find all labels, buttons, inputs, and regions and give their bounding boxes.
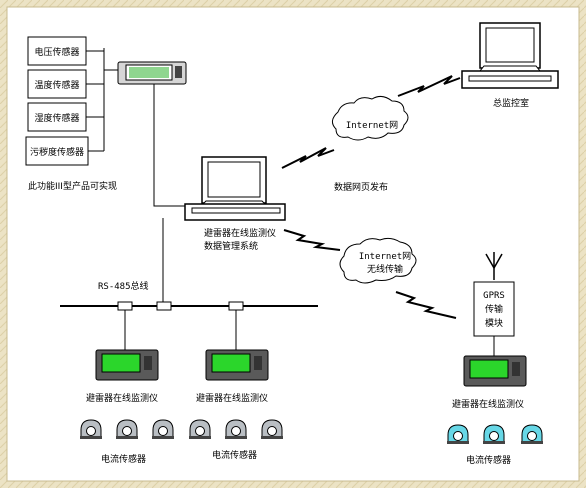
current-sensor-icon — [521, 424, 543, 444]
wireless-link-gprs — [395, 291, 457, 319]
sensor-humidity-label: 湿度传感器 — [34, 112, 79, 124]
current-sensor-label-1: 电流传感器 — [101, 453, 146, 465]
current-sensor-icon — [152, 419, 174, 439]
gprs-label-2: 传输 — [485, 303, 503, 315]
current-sensor-group-3 — [447, 424, 543, 444]
central-room-computer — [461, 22, 559, 89]
current-sensor-icon — [116, 419, 138, 439]
sensor-pollution-label: 污秽度传感器 — [30, 146, 84, 158]
type3-monitor-device — [117, 61, 187, 85]
current-sensor-label-3: 电流传感器 — [466, 454, 511, 466]
server-label-line1: 避雷器在线监测仪 — [204, 227, 276, 239]
wireless-link-top-right — [397, 75, 461, 97]
sensor-voltage-label: 电压传感器 — [34, 46, 79, 58]
sensor-temperature-label: 温度传感器 — [34, 79, 79, 91]
monitor-label-3: 避雷器在线监测仪 — [452, 398, 524, 410]
sensor-connectors — [86, 48, 118, 152]
monitor-device-3 — [463, 355, 527, 387]
wireless-link-top-left — [281, 147, 335, 169]
internet-cloud-mid-label-2: 无线传输 — [367, 263, 403, 275]
current-sensor-label-2: 电流传感器 — [212, 449, 257, 461]
current-sensor-icon — [483, 424, 505, 444]
type3-note: 此功能III型产品可实现 — [28, 180, 117, 192]
internet-cloud-mid-label-1: Internet网 — [359, 251, 411, 262]
current-sensor-group-2 — [189, 419, 283, 439]
gprs-module — [473, 252, 515, 356]
current-sensor-icon — [80, 419, 102, 439]
sensor-box-temperature: 温度传感器 — [27, 69, 87, 99]
monitor-device-1 — [95, 349, 159, 381]
sensor-box-humidity: 湿度传感器 — [27, 102, 87, 132]
bus-drop-lines — [124, 310, 237, 350]
web-publish-label: 数据网页发布 — [334, 181, 388, 193]
sensor-box-pollution: 污秽度传感器 — [25, 136, 89, 166]
current-sensor-icon — [189, 419, 211, 439]
current-sensor-icon — [261, 419, 283, 439]
current-sensor-icon — [447, 424, 469, 444]
monitor-label-2: 避雷器在线监测仪 — [196, 392, 268, 404]
gprs-label-1: GPRS — [483, 291, 505, 301]
monitor-device-2 — [205, 349, 269, 381]
internet-cloud-top-label: Internet网 — [346, 120, 398, 131]
gprs-label-3: 模块 — [485, 317, 503, 329]
device-server-link — [153, 84, 188, 207]
server-label-line2: 数据管理系统 — [204, 240, 258, 252]
current-sensor-group-1 — [80, 419, 174, 439]
current-sensor-icon — [225, 419, 247, 439]
server-computer — [184, 156, 286, 221]
sensor-box-voltage: 电压传感器 — [27, 36, 87, 66]
internet-cloud-mid: Internet网 无线传输 — [339, 237, 417, 284]
wireless-link-mid — [283, 229, 341, 251]
central-room-label: 总监控室 — [493, 97, 529, 109]
rs485-bus-label: RS-485总线 — [98, 280, 149, 292]
internet-cloud-top: Internet网 — [332, 95, 409, 141]
monitor-label-1: 避雷器在线监测仪 — [86, 392, 158, 404]
